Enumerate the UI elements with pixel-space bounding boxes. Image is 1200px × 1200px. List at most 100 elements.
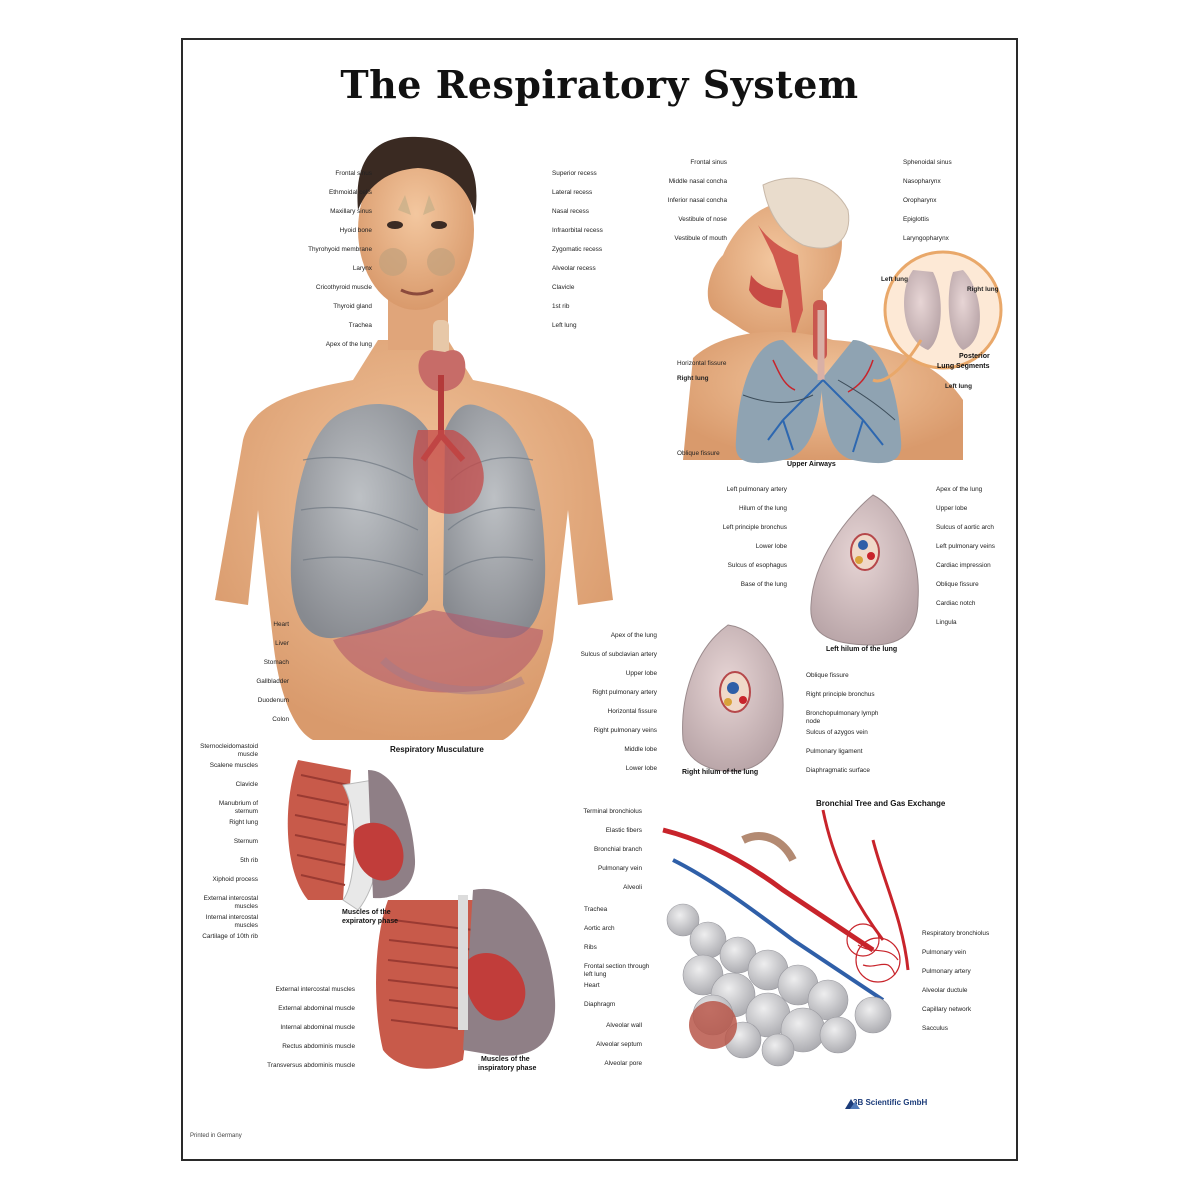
upper-airways-lungs <box>735 250 1003 464</box>
label-trachea: Trachea <box>348 322 372 329</box>
label-sternocleidomastoid-2: muscle <box>237 751 258 758</box>
label-frontal-sinus: Frontal sinus <box>335 170 372 177</box>
label-vestibule-of-nose: Vestibule of nose <box>678 216 727 223</box>
label-sphenoidal-sinus: Sphenoidal sinus <box>903 159 952 166</box>
right-hilum-lung <box>682 624 784 772</box>
label-lh-upper-lobe: Upper lobe <box>936 505 968 512</box>
label-sternum: Sternum <box>233 838 258 845</box>
label-thyroid-gland: Thyroid gland <box>333 303 372 310</box>
label-alveolar-recess: Alveolar recess <box>552 265 596 272</box>
label-lh-cardiac-notch: Cardiac notch <box>936 600 976 607</box>
label-int-intercostal: Internal intercostal <box>205 914 258 921</box>
label-br-pulmonary-vein: Pulmonary vein <box>922 949 967 956</box>
label-xiphoid: Xiphoid process <box>212 876 258 883</box>
label-liver: Liver <box>275 640 289 647</box>
label-1st-rib: 1st rib <box>552 303 570 310</box>
label-rh-node: node <box>806 718 821 725</box>
label-ext-intercostal: External intercostal <box>203 895 258 902</box>
poster: The Respiratory System <box>181 38 1018 1161</box>
musculature-heading: Respiratory Musculature <box>390 745 484 754</box>
label-left-lung-list-heading: Left lung <box>945 383 972 390</box>
posterior-caption-line2: Lung Segments <box>937 363 990 370</box>
label-i-left-lung: left lung <box>584 971 607 978</box>
label-i-diaphragm: Diaphragm <box>584 1001 616 1008</box>
label-manubrium: Manubrium of <box>218 800 258 807</box>
label-thyrohyoid-membrane: Thyrohyoid membrane <box>308 246 372 253</box>
bronchial-heading: Bronchial Tree and Gas Exchange <box>816 799 946 808</box>
label-stomach: Stomach <box>263 659 289 666</box>
printed-in-germany: Printed in Germany <box>190 1133 242 1139</box>
label-alveolar-septum: Alveolar septum <box>596 1041 642 1048</box>
label-nasopharynx: Nasopharynx <box>903 178 941 185</box>
label-elastic-fibers: Elastic fibers <box>605 827 642 834</box>
label-posterior-right-lung: Right lung <box>967 286 999 293</box>
label-rh-sulcus-subclavian: Sulcus of subclavian artery <box>580 651 657 658</box>
inspiratory-caption-1: Muscles of the <box>481 1056 530 1063</box>
bronchial-tree <box>662 809 910 1067</box>
label-lh-sulcus-aortic-arch: Sulcus of aortic arch <box>936 524 994 531</box>
label-alveoli: Alveoli <box>623 884 642 891</box>
label-rh-right-principle-bronchus: Right principle bronchus <box>806 691 875 698</box>
label-laryngopharynx: Laryngopharynx <box>903 235 949 242</box>
label-rh-right-pulmonary-veins: Right pulmonary veins <box>593 727 657 734</box>
label-posterior-left-lung: Left lung <box>881 276 908 283</box>
label-nasal-recess: Nasal recess <box>552 208 589 215</box>
label-rh-right-pulmonary-artery: Right pulmonary artery <box>592 689 657 696</box>
label-infraorbital-recess: Infraorbital recess <box>552 227 603 234</box>
label-ext-intercostal-2: muscles <box>234 903 258 910</box>
label-lower-lobe: Lower lobe <box>755 543 787 550</box>
label-5th-rib: 5th rib <box>240 857 258 864</box>
label-larynx: Larynx <box>352 265 372 272</box>
label-rh-apex: Apex of the lung <box>610 632 657 639</box>
expiratory-caption-2: expiratory phase <box>342 918 399 925</box>
label-rh-bronchopulmonary-lymph: Bronchopulmonary lymph <box>806 710 879 717</box>
label-left-principle-bronchus: Left principle bronchus <box>722 524 787 531</box>
label-rectus-abdominis: Rectus abdominis muscle <box>282 1043 355 1050</box>
label-b-pulmonary-vein: Pulmonary vein <box>597 865 642 872</box>
label-int-abdominal: Internal abdominal muscle <box>280 1024 355 1031</box>
label-cartilage-10th-rib: Cartilage of 10th rib <box>202 933 258 940</box>
label-int-intercostal-2: muscles <box>234 922 258 929</box>
label-rh-diaphragmatic-surface: Diaphragmatic surface <box>806 767 870 774</box>
label-lateral-recess: Lateral recess <box>552 189 593 196</box>
label-zygomatic-recess: Zygomatic recess <box>552 246 603 253</box>
brand-name: 3B Scientific GmbH <box>853 1098 928 1107</box>
label-inferior-nasal-concha: Inferior nasal concha <box>667 197 727 204</box>
label-transversus-abdominis: Transversus abdominis muscle <box>267 1062 355 1069</box>
label-left-pulmonary-artery: Left pulmonary artery <box>726 486 787 493</box>
brand-logo-icon <box>845 1099 860 1109</box>
label-sacculus: Sacculus <box>922 1025 948 1032</box>
label-airway-frontal-sinus: Frontal sinus <box>690 159 727 166</box>
label-manubrium-2: sternum <box>234 808 258 815</box>
right-hilum-caption: Right hilum of the lung <box>682 769 759 776</box>
label-rh-horizontal-fissure: Horizontal fissure <box>607 708 657 715</box>
label-i-frontal-section: Frontal section through <box>584 963 650 970</box>
label-clavicle: Clavicle <box>552 284 575 291</box>
label-oropharynx: Oropharynx <box>903 197 937 204</box>
label-i-aortic-arch: Aortic arch <box>584 925 615 932</box>
label-scalene-muscles: Scalene muscles <box>209 762 258 769</box>
left-hilum-caption: Left hilum of the lung <box>826 646 898 653</box>
muscles-expiratory <box>287 760 416 911</box>
label-hyoid-bone: Hyoid bone <box>339 227 372 234</box>
expiratory-caption-1: Muscles of the <box>342 909 391 916</box>
label-middle-nasal-concha: Middle nasal concha <box>668 178 727 185</box>
label-oblique-fissure: Oblique fissure <box>677 450 720 457</box>
label-m-clavicle: Clavicle <box>235 781 258 788</box>
label-horizontal-fissure: Horizontal fissure <box>677 360 727 367</box>
label-bronchial-branch: Bronchial branch <box>594 846 642 853</box>
label-superior-recess: Superior recess <box>552 170 597 177</box>
label-alveolar-ductule: Alveolar ductule <box>922 987 968 994</box>
label-hilum-of-lung: Hilum of the lung <box>739 505 787 512</box>
label-rh-upper-lobe: Upper lobe <box>625 670 657 677</box>
label-heart: Heart <box>273 621 289 628</box>
label-pulmonary-artery: Pulmonary artery <box>922 968 971 975</box>
label-cricothyroid-muscle: Cricothyroid muscle <box>315 284 372 291</box>
label-terminal-bronchiolus: Terminal bronchiolus <box>583 808 642 815</box>
label-lh-lingula: Lingula <box>936 619 957 626</box>
label-lh-apex: Apex of the lung <box>936 486 983 493</box>
label-rh-sulcus-azygos: Sulcus of azygos vein <box>806 729 868 736</box>
label-rh-lower-lobe: Lower lobe <box>625 765 657 772</box>
label-rh-pulmonary-ligament: Pulmonary ligament <box>806 748 863 755</box>
label-i-ribs: Ribs <box>584 944 597 951</box>
